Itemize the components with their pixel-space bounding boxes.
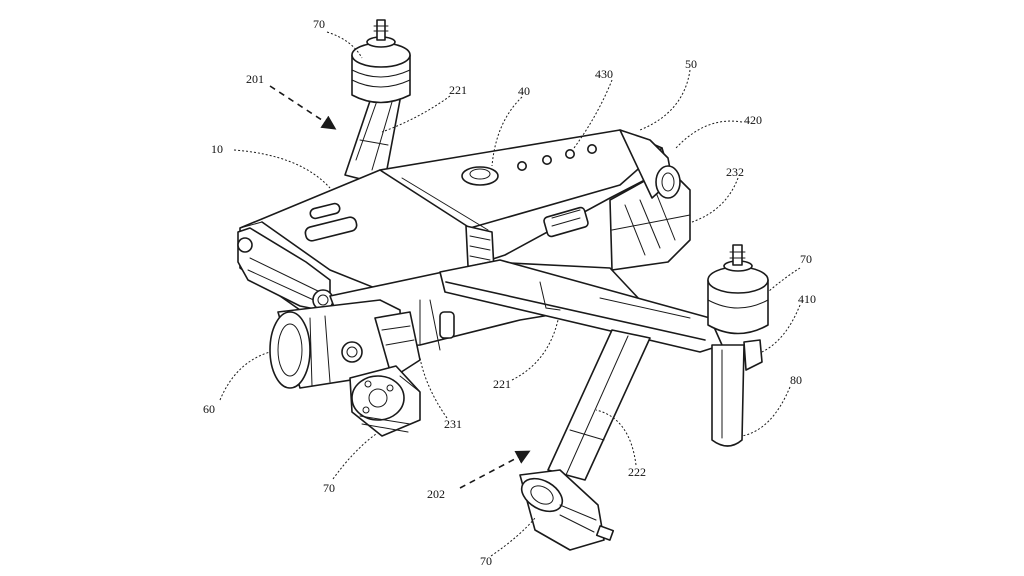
- label-70-top-left: 70: [313, 17, 325, 31]
- label-222: 222: [628, 465, 646, 479]
- rear-cap: [619, 129, 681, 199]
- label-201: 201: [246, 72, 264, 86]
- front-right-arm-lower: [547, 329, 651, 481]
- power-button: [461, 166, 499, 186]
- battery-leds: [516, 144, 597, 172]
- label-60: 60: [203, 402, 215, 416]
- label-70-bottom-left: 70: [323, 481, 335, 495]
- label-70-right: 70: [800, 252, 812, 266]
- label-232: 232: [726, 165, 744, 179]
- label-221-middle: 221: [493, 377, 511, 391]
- leader-lines: [219, 31, 801, 557]
- label-10: 10: [211, 142, 223, 156]
- label-430: 430: [595, 67, 613, 81]
- front-right-motor: [707, 244, 769, 447]
- label-420: 420: [744, 113, 762, 127]
- reference-labels: 70 201 221 10 40 430 50 420 232 70 410 8…: [203, 17, 816, 568]
- label-70-bottom: 70: [480, 554, 492, 568]
- label-202: 202: [427, 487, 445, 501]
- label-231: 231: [444, 417, 462, 431]
- rear-left-motor: [351, 19, 411, 104]
- front-bottom-motor: [519, 469, 615, 551]
- label-410: 410: [798, 292, 816, 306]
- arrow-202: [459, 450, 531, 489]
- label-40: 40: [518, 84, 530, 98]
- arrow-201: [269, 85, 337, 130]
- gimbal-camera: [269, 299, 455, 389]
- label-221-top: 221: [449, 83, 467, 97]
- label-80: 80: [790, 373, 802, 387]
- left-bottom-motor: [349, 365, 421, 437]
- label-50: 50: [685, 57, 697, 71]
